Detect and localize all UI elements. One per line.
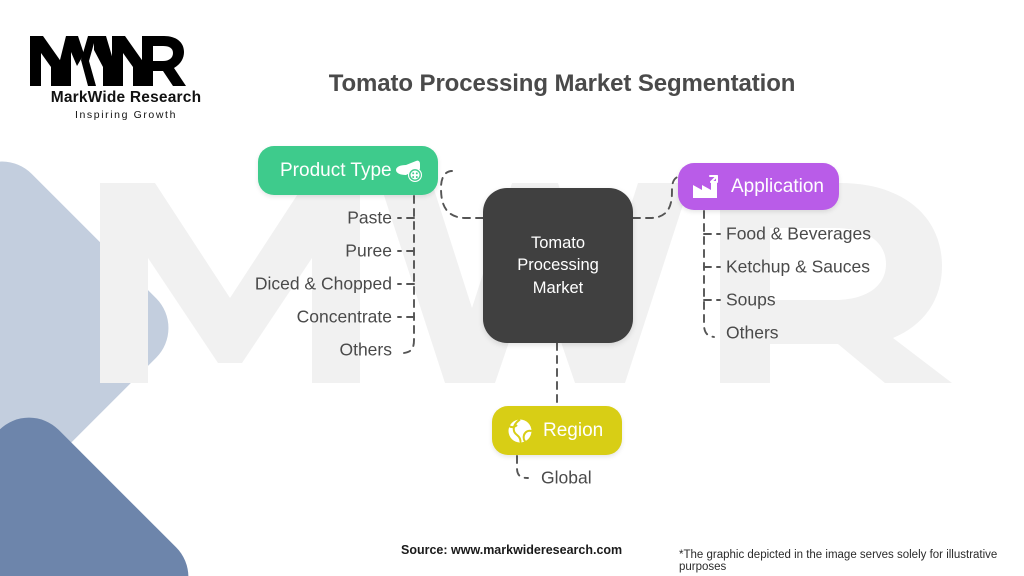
disclaimer-text: *The graphic depicted in the image serve… (679, 549, 998, 573)
page-title: Tomato Processing Market Segmentation (328, 70, 796, 97)
leaf-item: Others (726, 322, 779, 343)
logo-name: MarkWide Research (50, 89, 202, 106)
logo-tagline: Inspiring Growth (74, 109, 178, 121)
leaf-item: Concentrate (296, 306, 392, 327)
center-node-line-1: Tomato (530, 234, 586, 253)
center-node-line-2: Processing (517, 256, 599, 275)
source-text: Source: www.markwideresearch.com (401, 543, 623, 557)
mwr-monogram-icon (30, 36, 186, 86)
branch-badge-application[interactable]: Application (678, 163, 839, 210)
center-node: Tomato Processing Market (483, 188, 633, 343)
leaf-item: Food & Beverages (726, 223, 871, 244)
branch-badge-region[interactable]: Region (492, 406, 622, 455)
center-node-line-3: Market (532, 278, 584, 297)
globe-icon (506, 417, 534, 445)
leaf-item: Ketchup & Sauces (726, 256, 870, 277)
leaf-item: Soups (726, 289, 776, 310)
decorative-square-dark (0, 400, 206, 576)
leaf-item: Puree (345, 240, 392, 261)
branch-label-product-type: Product Type (280, 159, 392, 181)
brand-logo: MarkWide Research Inspiring Growth (26, 30, 226, 121)
leaf-item: Diced & Chopped (254, 273, 392, 294)
leaf-item: Others (339, 339, 392, 360)
branch-badge-product-type[interactable]: Product Type (258, 146, 438, 195)
factory-icon (690, 173, 722, 201)
branch-label-region: Region (543, 419, 604, 441)
leaf-item: Global (541, 467, 592, 488)
leaf-item: Paste (347, 207, 392, 228)
center-node-label: Tomato Processing Market (517, 232, 599, 299)
product-tag-icon (394, 158, 424, 184)
branch-label-application: Application (731, 175, 824, 197)
